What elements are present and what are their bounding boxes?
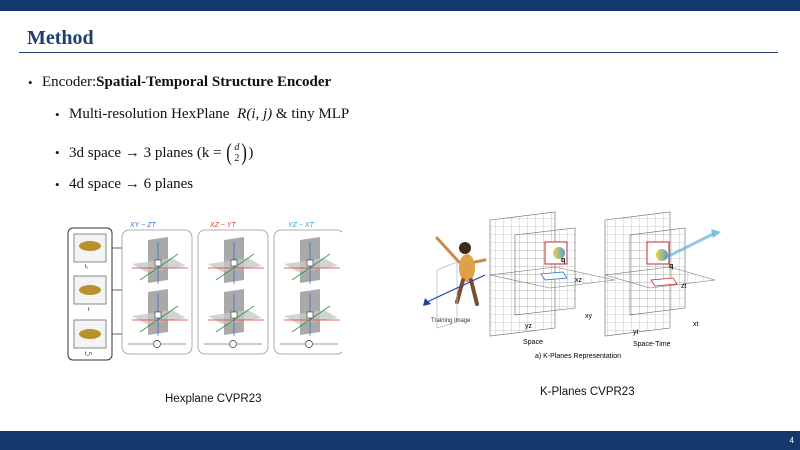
bullet-4d-space: • 4d space → 6 planes [55,176,193,193]
kplanes-caption: K-Planes CVPR23 [540,386,635,398]
panel-title: YZ − XT [288,222,315,229]
arrow-icon: → [124,144,140,161]
space4-prefix: 4d space [69,176,125,192]
plane-label-xt: xt [693,321,699,328]
arrow-icon: → [124,176,140,192]
hexplane-prefix: Multi-resolution HexPlane [69,106,234,122]
space-mid: 3 planes (k = [139,144,226,161]
input-frame: t₁ [73,233,107,270]
binom-top: d [234,142,240,153]
bullet-dot: • [55,176,60,192]
input-frame: t_n [73,319,107,357]
hexplane-figure: t₁ t t_n XY − ZT XZ − YT YZ − XT [67,222,342,361]
point-label: q [561,257,565,264]
kplanes-figure: Training image yz xz xy yt zt xt q q Spa… [423,211,721,360]
panel-title: XY − ZT [129,222,156,229]
page-number: 4 [789,436,794,445]
frame-label: t₁ [85,264,88,270]
plane-label-xz: xz [575,277,583,284]
hexplane-panel [121,229,193,355]
training-image-label: Training image [431,318,471,324]
bullet-dot: • [28,74,33,90]
encoder-prefix: Encoder: [42,74,97,90]
hexplane-panel [197,229,269,355]
space-label: Space [523,339,543,346]
frame-label: t [88,307,90,313]
slide-title: Method [27,27,94,49]
space4-suffix: 6 planes [139,176,194,192]
plane-label-yt: yt [633,329,639,336]
hexplane-math: R(i, j) [237,106,273,122]
frame-label: t_n [85,351,92,357]
hexplane-panel [273,229,342,355]
plane-label-zt: zt [681,283,687,290]
space-suffix: ) [248,144,254,161]
point-label: q [669,263,673,270]
bullet-3d-space: • 3d space → 3 planes (k = ( d 2 ) ) [55,141,253,165]
space-time-label: Space-Time [633,341,671,348]
bullet-dot: • [55,145,60,160]
bullet-encoder: • Encoder: Spatial-Temporal Structure En… [28,74,331,91]
hexplane-caption: Hexplane CVPR23 [165,393,262,405]
plane-label-xy: xy [585,313,593,320]
encoder-name: Spatial-Temporal Structure Encoder [96,74,332,90]
bullet-hexplane: • Multi-resolution HexPlane R(i, j) & ti… [55,106,349,123]
dancer-figure [435,236,487,306]
input-frame: t [73,275,107,313]
binom-bottom: 2 [234,153,240,164]
bottom-banner [0,431,800,450]
plane-label-yz: yz [525,323,533,330]
hexplane-suffix: & tiny MLP [272,106,350,122]
kplanes-subtitle: a) K-Planes Representation [535,353,621,360]
binomial-coefficient: ( d 2 ) [226,140,248,166]
bullet-dot: • [55,106,60,122]
title-underline [19,52,778,53]
panel-title: XZ − YT [209,222,236,229]
top-banner [0,0,800,11]
space-prefix: 3d space [69,144,125,161]
